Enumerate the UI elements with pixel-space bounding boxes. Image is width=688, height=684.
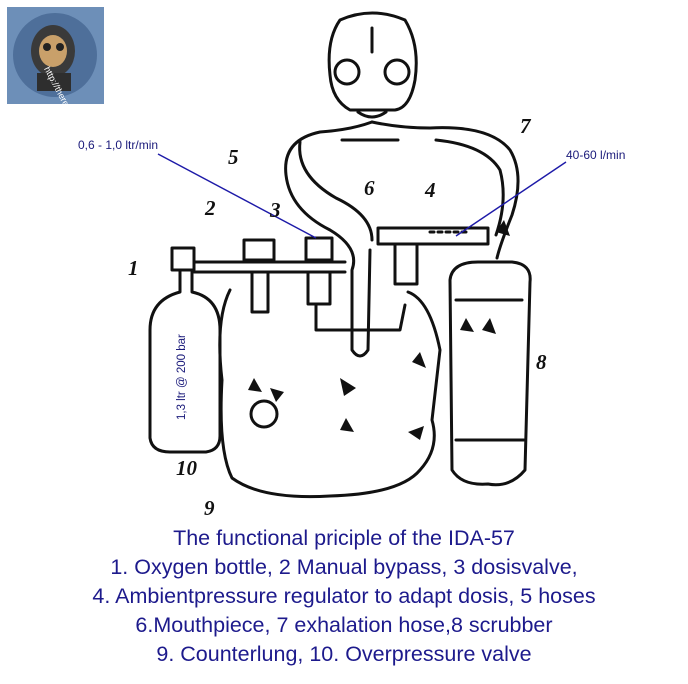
- dose-flow-annotation: 0,6 - 1,0 ltr/min: [78, 138, 159, 152]
- label-overpressure-valve: 10: [176, 456, 197, 480]
- label-oxygen-bottle: 1: [128, 256, 139, 280]
- caption-line-3: 6.Mouthpiece, 7 exhalation hose,8 scrubb…: [135, 613, 553, 637]
- label-exhalation-hose: 7: [520, 114, 531, 138]
- regulator-flow-annotation: 40-60 l/min: [566, 148, 626, 162]
- bottle-spec-annotation: 1,3 ltr @ 200 bar: [176, 334, 188, 420]
- diver-helmet-icon: [7, 7, 104, 104]
- caption-line-2: 4. Ambientpressure regulator to adapt do…: [92, 584, 596, 608]
- site-logo[interactable]: http://therebreathersite.nl: [7, 7, 104, 104]
- label-manual-bypass: 2: [205, 196, 216, 220]
- caption-title: The functional priciple of the IDA-57: [173, 526, 515, 550]
- label-mouthpiece: 6: [364, 176, 375, 200]
- schematic-drawing: [148, 11, 567, 499]
- label-counterlung: 9: [204, 496, 215, 520]
- label-scrubber: 8: [536, 350, 547, 374]
- label-hoses: 5: [228, 145, 239, 169]
- label-regulator: 4: [425, 178, 436, 202]
- caption-line-4: 9. Counterlung, 10. Overpressure valve: [156, 642, 532, 666]
- caption-line-1: 1. Oxygen bottle, 2 Manual bypass, 3 dos…: [110, 555, 578, 579]
- label-dose-valve: 3: [270, 198, 281, 222]
